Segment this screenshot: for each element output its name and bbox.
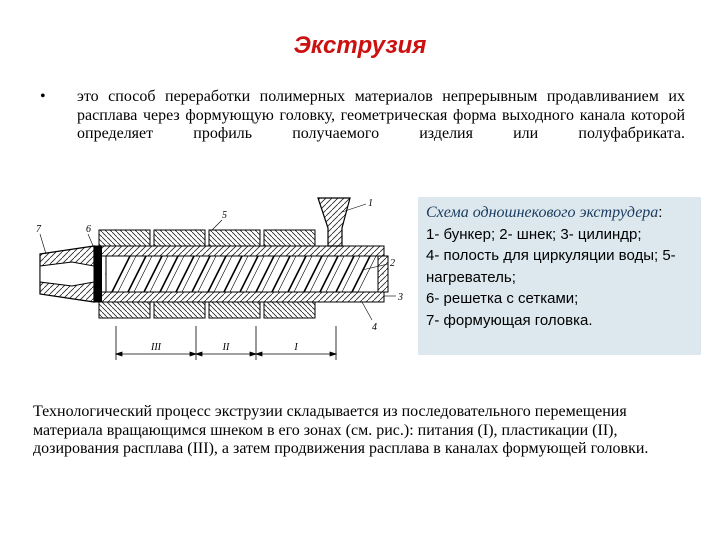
definition-text: это способ переработки полимерных матери…	[77, 88, 685, 142]
zone-label-1: I	[293, 342, 298, 353]
forming-head	[39, 245, 95, 303]
label-6: 6	[86, 224, 91, 235]
screw	[105, 255, 379, 293]
caption-title: Схема одношнекового экструдера	[426, 204, 659, 221]
caption-item-2: 4- полость для циркуляции воды; 5- нагре…	[426, 247, 676, 286]
heater-bottom	[98, 301, 316, 319]
label-4: 4	[372, 322, 377, 333]
label-3: 3	[397, 292, 403, 303]
caption-colon: :	[658, 204, 663, 221]
heater-top	[98, 229, 316, 247]
slide-title: Экструзия	[293, 32, 427, 59]
process-description: Технологический процесс экструзии склады…	[33, 403, 649, 457]
rear-bearing	[377, 255, 389, 293]
label-5: 5	[222, 210, 227, 221]
extruder-diagram: 1 2 3 4 5 6 7 III II I	[36, 197, 403, 360]
label-1: 1	[368, 198, 373, 209]
hopper	[317, 197, 351, 247]
definition-bullet: • это способ переработки полимерных мате…	[40, 88, 685, 144]
caption-item-4: 7- формующая головка.	[426, 311, 593, 329]
caption-item-3: 6- решетка с сетками;	[426, 290, 579, 307]
diagram-caption: Схема одношнекового экструдера: 1- бунке…	[418, 197, 701, 355]
caption-item-1: 1- бункер; 2- шнек; 3- цилиндр;	[426, 225, 642, 243]
label-2: 2	[390, 258, 395, 269]
zone-dimensions	[114, 326, 338, 360]
zone-label-2: II	[222, 342, 230, 353]
label-7: 7	[36, 224, 42, 235]
bullet-icon: •	[40, 88, 46, 105]
zone-label-3: III	[150, 342, 162, 353]
breaker-plate	[94, 246, 102, 302]
